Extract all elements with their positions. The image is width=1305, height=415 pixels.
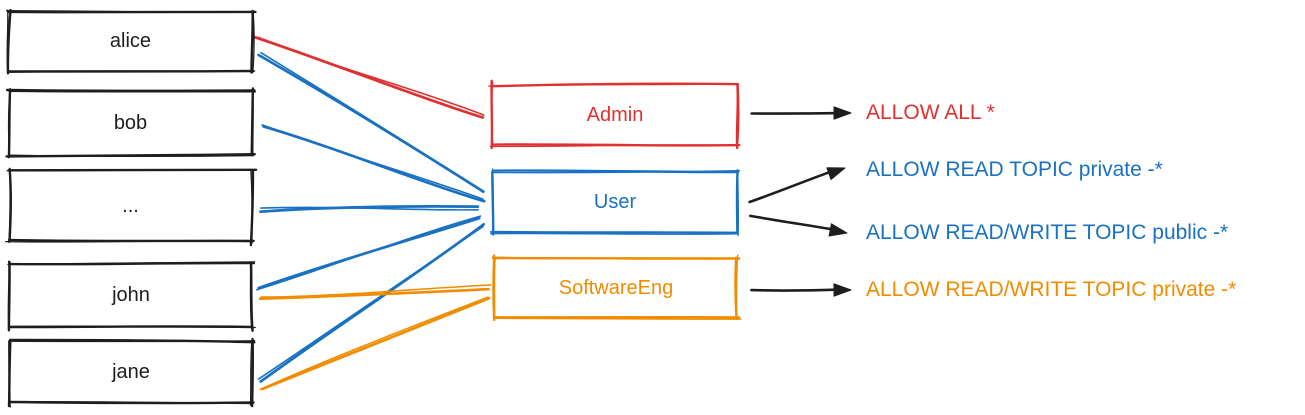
user-box-label: jane — [112, 360, 150, 383]
arrowhead-icon — [833, 283, 852, 297]
grant-arrow-admin-p_admin — [750, 106, 852, 120]
user-box-label: bob — [113, 111, 148, 134]
role-box-user: User — [489, 168, 741, 237]
arrowhead-icon — [828, 223, 848, 237]
permission-label-allow-readwrite-public: ALLOW READ/WRITE TOPIC public -* — [866, 221, 1229, 244]
permission-label-allow-readwrite-private: ALLOW READ/WRITE TOPIC private -* — [866, 278, 1237, 301]
arrowhead-icon — [833, 106, 852, 120]
permission-label-allow-all: ALLOW ALL * — [866, 101, 995, 124]
membership-edge-bob-user — [261, 124, 486, 203]
role-box-label: SoftwareEng — [558, 276, 674, 299]
membership-edge-jane-software_eng — [259, 296, 491, 391]
membership-edge-jane-user — [257, 222, 486, 383]
permission-label-allow-read-private: ALLOW READ TOPIC private -* — [866, 158, 1163, 181]
user-box-ellipsis: ... — [4, 167, 258, 247]
role-box-softwareeng: SoftwareEng — [491, 254, 742, 321]
membership-edge-alice-user — [257, 51, 485, 194]
user-box-label: ... — [122, 194, 139, 217]
user-box-label: alice — [109, 30, 152, 52]
grant-arrow-user-p_user_rw — [749, 214, 848, 237]
role-box-admin: Admin — [488, 79, 741, 150]
membership-edge-dots-user — [259, 205, 480, 214]
user-box-bob: bob — [5, 87, 257, 159]
arrowhead-icon — [826, 167, 846, 180]
user-box-jane: jane — [7, 337, 256, 408]
membership-edge-john-user — [256, 215, 482, 291]
role-box-label: Admin — [586, 103, 644, 126]
membership-edge-alice-admin — [253, 35, 485, 119]
user-box-john: john — [7, 260, 256, 332]
grant-arrow-software_eng-p_se_rw — [750, 283, 852, 297]
role-box-label: User — [593, 191, 637, 213]
user-box-label: john — [112, 284, 150, 306]
user-box-alice: alice — [5, 8, 257, 75]
membership-edge-john-software_eng — [258, 284, 492, 301]
grant-arrow-user-p_user_read — [748, 167, 846, 204]
